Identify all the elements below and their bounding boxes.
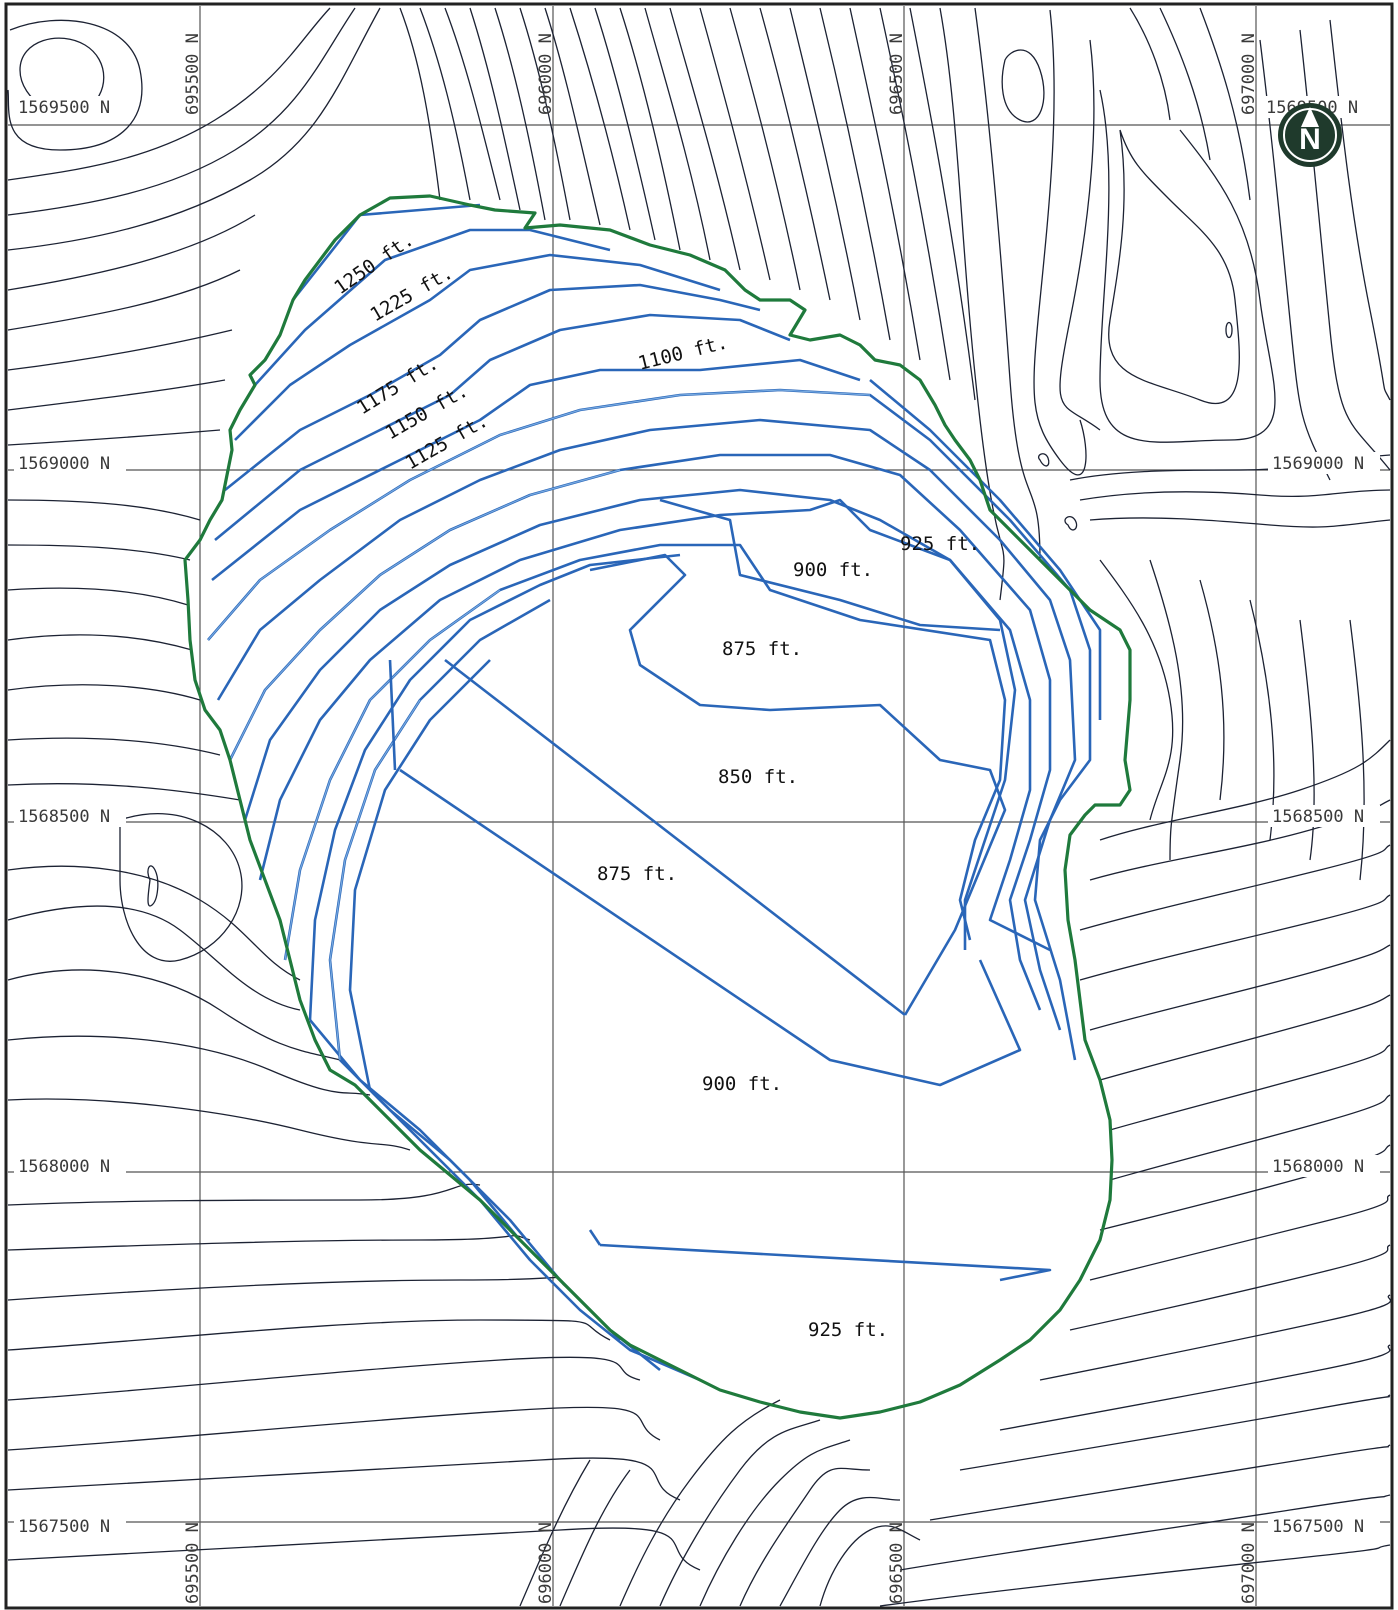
bench-label-900-south: 900 ft. [702, 1073, 782, 1095]
bench-label-925-south: 925 ft. [808, 1319, 888, 1341]
pit-wall-3 [216, 418, 1077, 1031]
grid-label-n1568000-left: 1568000 N [18, 1157, 110, 1177]
west-contours [7, 7, 701, 1571]
pit-wall-10 [348, 659, 491, 1091]
bench-line-1125 [211, 358, 861, 582]
bench-900-south [388, 659, 397, 771]
label-bg-n1568500-left [14, 805, 126, 827]
label-bg-n1569000-right [1268, 452, 1380, 474]
grid-label-e695500-top: 695500 N [183, 33, 203, 115]
north-arrow-letter: N [1299, 123, 1321, 156]
bench-elevation-labels: 1250 ft. 1225 ft. 1175 ft. 1150 ft. 1125… [330, 229, 980, 1341]
grid-label-e696000-bottom: 696000 N [536, 1522, 556, 1604]
bench-875-center [399, 768, 1022, 1087]
pit-benches [207, 203, 1102, 1382]
pit-wall-highlights [207, 389, 871, 1061]
southeast-contours [879, 739, 1392, 1607]
south-contours [519, 1399, 921, 1607]
south-wall-2 [369, 1089, 701, 1382]
grid-label-n1567500-right: 1567500 N [1272, 1517, 1364, 1537]
north-contours [399, 7, 976, 401]
bench-925-south [599, 1243, 1052, 1282]
pit-wall-5 [243, 488, 1051, 952]
grid-label-e696500-top: 696500 N [887, 33, 907, 115]
grid-labels: 1569500 N 1569500 N 1569000 N 1569000 N … [14, 33, 1380, 1604]
grid-label-e696500-bottom: 696500 N [887, 1522, 907, 1604]
nw-knoll-outer-contour [7, 19, 143, 151]
bench-label-850: 850 ft. [718, 766, 798, 788]
bench-line-1225 [254, 228, 611, 386]
grid-label-e697000-bottom: 697000 N [1239, 1522, 1259, 1604]
label-bg-n1569000-left [14, 452, 126, 474]
grid-label-n1568500-left: 1568500 N [18, 807, 110, 827]
bench-875-ne [589, 553, 1007, 1016]
pit-floor-benches [388, 498, 1052, 1282]
label-bg-n1567500-right [1268, 1515, 1380, 1537]
bench-850 [444, 658, 906, 1017]
north-arrow-icon: N [1278, 103, 1342, 167]
grid-label-e697000-top: 697000 N [1239, 33, 1259, 115]
bench-label-925-ne: 925 ft. [900, 533, 980, 555]
grid-label-e695500-bottom: 695500 N [183, 1522, 203, 1604]
pit-boundary [183, 194, 1132, 1420]
bench-label-900-ne: 900 ft. [793, 559, 873, 581]
grid-label-n1567500-left: 1567500 N [18, 1517, 110, 1537]
bench-line-1175 [224, 283, 761, 492]
grid-label-n1568500-right: 1568500 N [1272, 807, 1364, 827]
label-bg-n1568500-right [1268, 805, 1380, 827]
pit-wall-6 [258, 498, 1017, 950]
grid-label-n1569500-left: 1569500 N [18, 98, 110, 118]
grid-label-e696000-top: 696000 N [536, 33, 556, 115]
bench-line-1200 [234, 253, 721, 441]
label-bg-n1567500-left [14, 1515, 126, 1537]
bench-label-875-ne: 875 ft. [722, 638, 802, 660]
bench-line-1150 [214, 313, 791, 542]
coordinate-grid [8, 6, 1390, 1606]
grid-label-n1568000-right: 1568000 N [1272, 1157, 1364, 1177]
grid-label-n1569000-right: 1569000 N [1272, 454, 1364, 474]
pit-wall-8 [308, 553, 681, 1021]
topographic-contours [7, 7, 1392, 1607]
bench-label-875-center: 875 ft. [597, 863, 677, 885]
pit-wall-1 [869, 379, 1102, 720]
label-bg-n1568000-right [1268, 1155, 1380, 1177]
west-saddle-contour [147, 865, 159, 907]
grid-label-n1569000-left: 1569000 N [18, 454, 110, 474]
bench-925-south-return [588, 1229, 602, 1246]
upper-benches [211, 203, 861, 582]
bench-900-ne [659, 498, 1001, 632]
label-bg-n1569500-left [14, 96, 126, 118]
label-bg-n1568000-left [14, 1155, 126, 1177]
map-frame [4, 2, 1394, 1610]
